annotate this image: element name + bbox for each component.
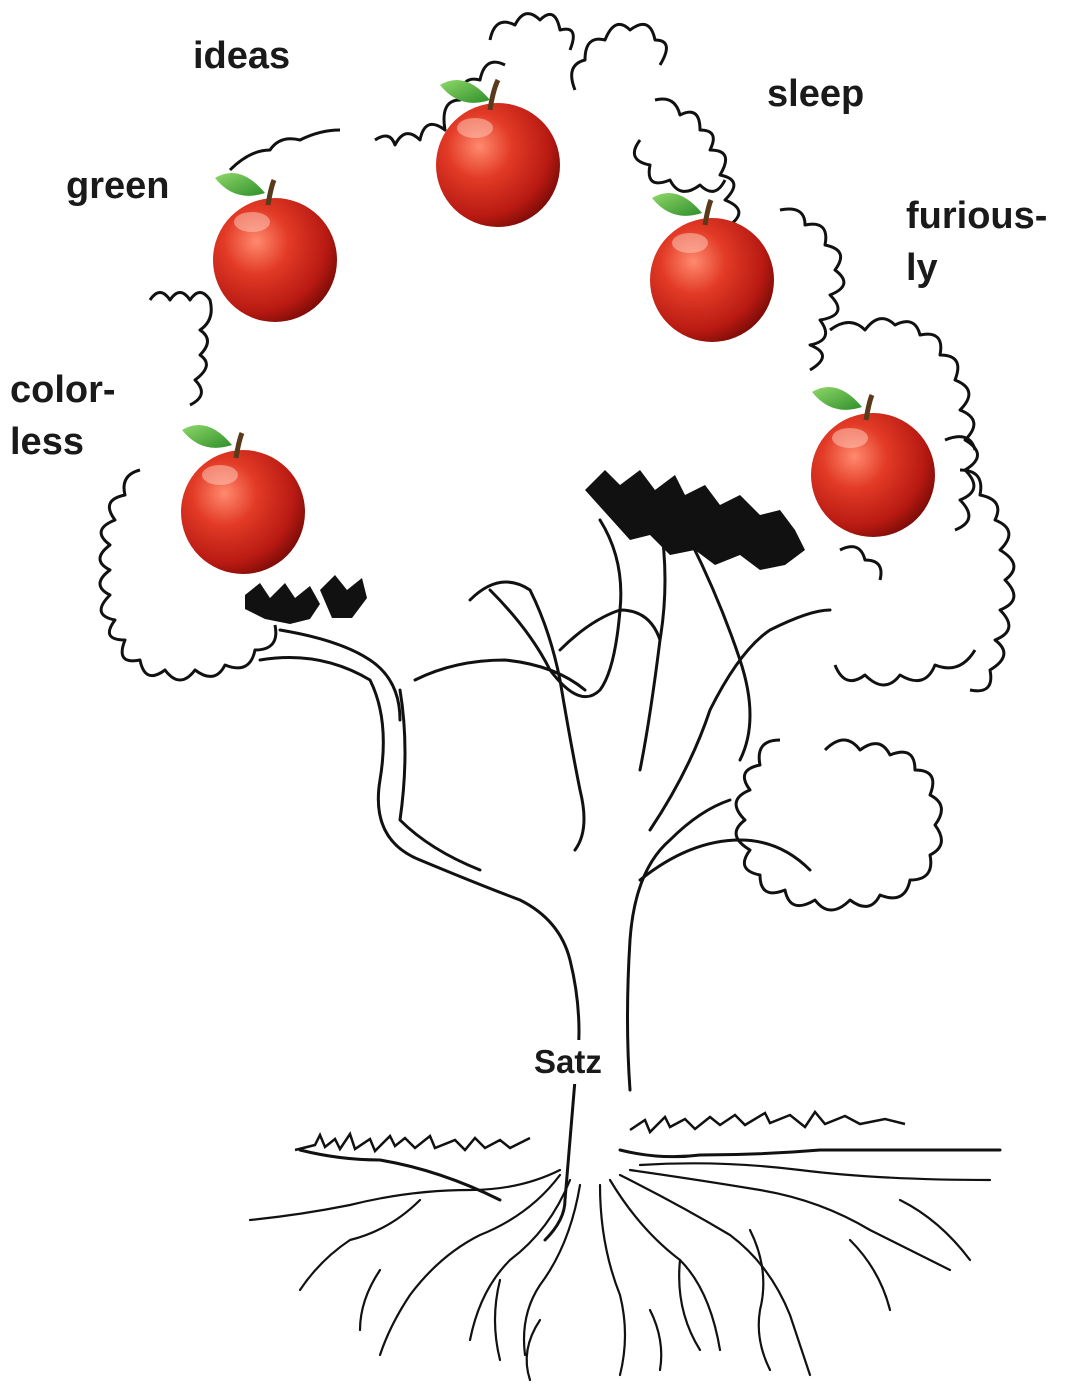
apples bbox=[181, 80, 935, 574]
word-label-ideas: ideas bbox=[193, 30, 290, 82]
apple-sleep bbox=[811, 387, 935, 537]
tree-branches bbox=[260, 520, 1000, 1240]
apple-colorless bbox=[181, 425, 305, 574]
word-label-sleep: sleep bbox=[767, 68, 864, 120]
word-label-green: green bbox=[66, 160, 169, 212]
trunk-label-satz: Satz bbox=[534, 1040, 602, 1084]
apple-furiously bbox=[650, 193, 774, 342]
tree-roots bbox=[250, 1163, 990, 1380]
grass-line bbox=[295, 1112, 905, 1151]
apple-green bbox=[213, 173, 337, 322]
dark-foliage bbox=[245, 470, 805, 624]
word-label-colorless: color- less bbox=[10, 364, 116, 468]
word-label-furiously: furious- ly bbox=[906, 190, 1047, 294]
